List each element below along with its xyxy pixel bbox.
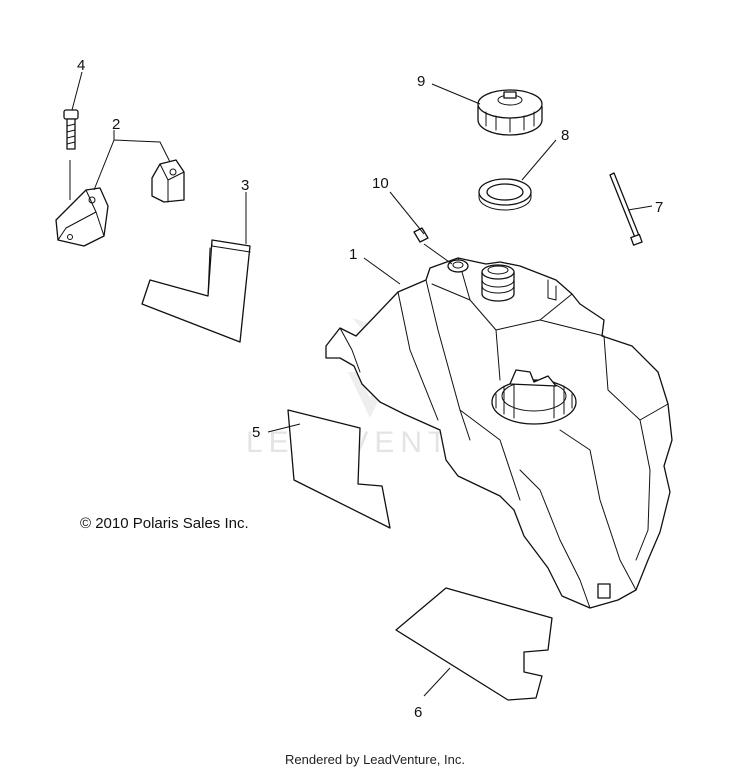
part-2-brackets <box>55 159 185 247</box>
part-8-gasket <box>478 178 532 211</box>
callout-6: 6 <box>414 704 422 721</box>
part-10-pin <box>413 227 429 243</box>
callout-1: 1 <box>349 246 357 263</box>
part-1-fuel-tank <box>325 257 673 609</box>
callout-9: 9 <box>417 73 425 90</box>
part-6-pad <box>395 587 553 701</box>
callout-labels: 4 2 3 1 5 6 7 8 9 10 <box>77 57 663 721</box>
render-footer: Rendered by LeadVenture, Inc. <box>285 752 465 767</box>
copyright-notice: © 2010 Polaris Sales Inc. <box>80 515 249 532</box>
callout-5: 5 <box>252 424 260 441</box>
part-7-strap <box>609 172 643 246</box>
part-3-hose <box>141 239 251 343</box>
callout-10: 10 <box>372 175 389 192</box>
callout-4: 4 <box>77 57 85 74</box>
callout-8: 8 <box>561 127 569 144</box>
part-5-pad <box>287 409 391 529</box>
callout-3: 3 <box>241 177 249 194</box>
callout-7: 7 <box>655 199 663 216</box>
callout-2: 2 <box>112 116 120 133</box>
leader-lines <box>71 71 653 697</box>
part-9-cap <box>477 89 543 136</box>
part-4-bolt <box>63 109 79 200</box>
